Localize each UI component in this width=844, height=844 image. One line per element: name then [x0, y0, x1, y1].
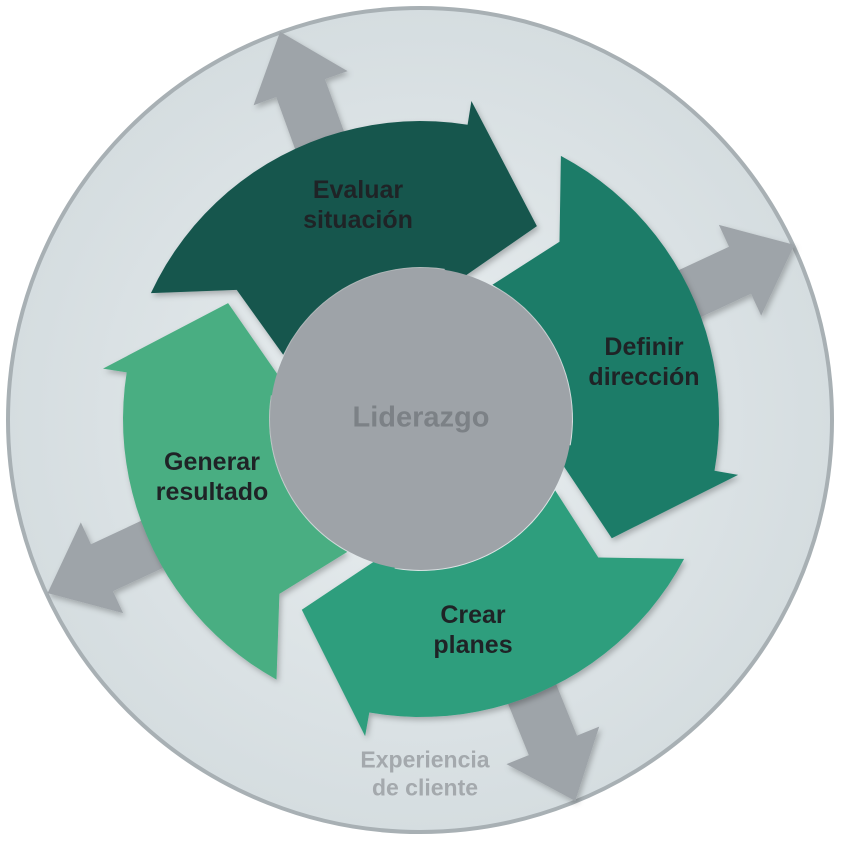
outward-arrow-bottom-right	[503, 673, 600, 801]
outer-label-customer-experience: Experiencia de cliente	[360, 746, 490, 800]
stage-arrow-evaluar	[150, 101, 537, 355]
stage-label-definir: Definir dirección	[588, 333, 700, 391]
stage-label-crear: Crear planes	[433, 601, 513, 659]
stage-label-evaluar: Evaluar situación	[303, 176, 413, 234]
center-circle-leadership	[270, 268, 572, 570]
outward-arrow-left	[47, 515, 174, 614]
outward-arrows	[47, 31, 795, 801]
stage-label-generar: Generar resultado	[155, 448, 269, 506]
outward-arrow-right	[668, 224, 795, 323]
outward-arrow-top-left	[253, 31, 348, 161]
center-label-leadership: Liderazgo	[352, 401, 490, 434]
